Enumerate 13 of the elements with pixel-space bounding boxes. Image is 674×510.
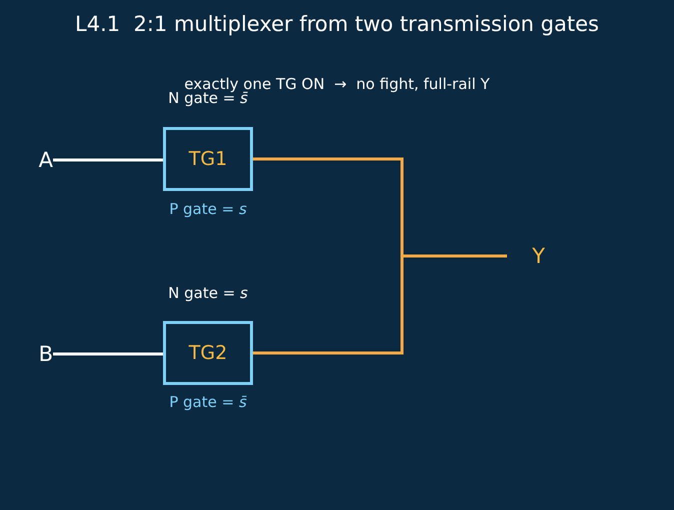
wire bbox=[53, 158, 163, 162]
gate-label: N gate = s bbox=[167, 284, 249, 302]
gate-label: P gate = s̄ bbox=[168, 393, 248, 411]
terminal-label: A bbox=[28, 147, 53, 173]
terminal-label: B bbox=[28, 341, 53, 367]
wire bbox=[53, 352, 163, 356]
note: exactly one TG ON → no fight, full-rail Y bbox=[183, 75, 491, 93]
terminal-label: Y bbox=[507, 243, 545, 269]
wire bbox=[253, 254, 507, 354]
transmission-gate-box: TG1 bbox=[163, 127, 253, 191]
title: L4.1 2:1 multiplexer from two transmission gates bbox=[74, 12, 600, 36]
transmission-gate-box: TG2 bbox=[163, 321, 253, 385]
gate-label: P gate = s bbox=[168, 200, 248, 218]
